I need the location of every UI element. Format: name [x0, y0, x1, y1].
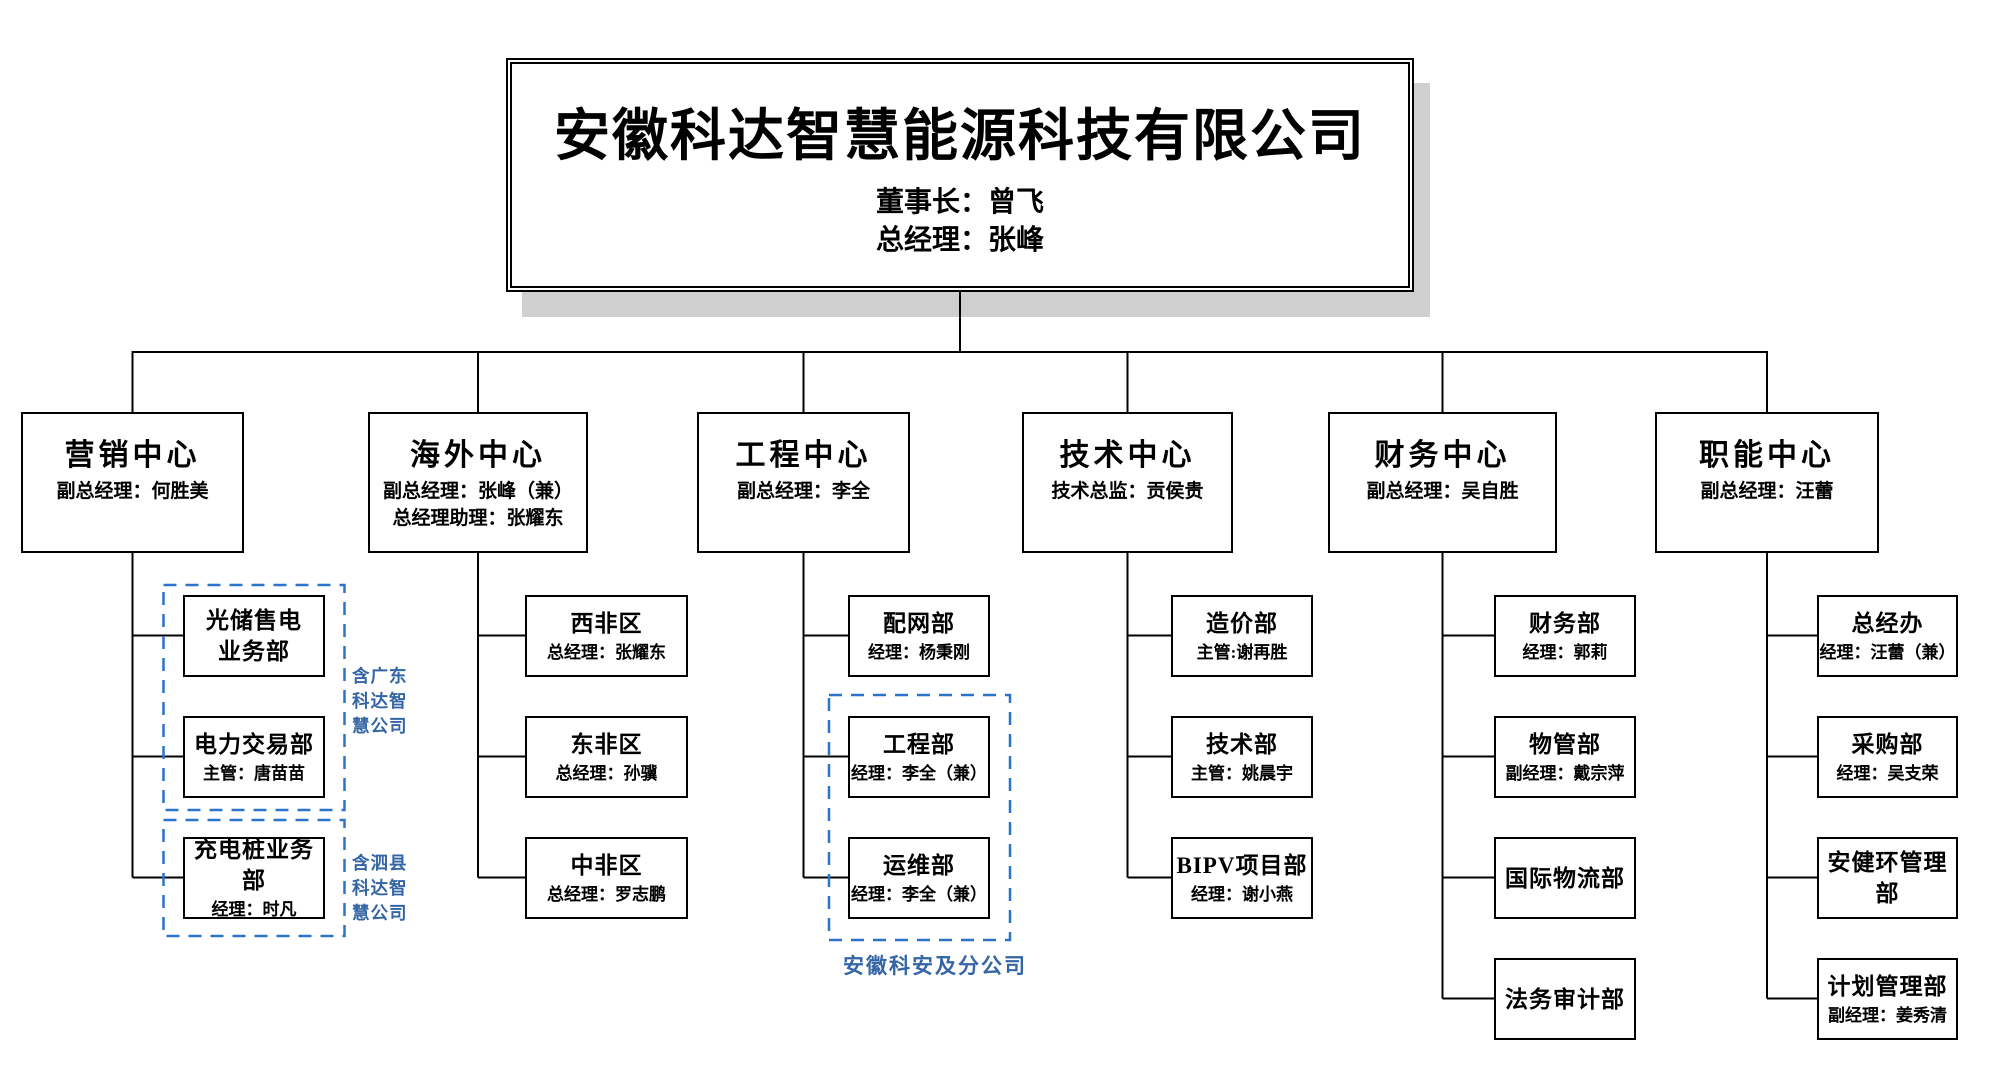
chairman-line: 董事长：曾飞 — [875, 187, 1044, 218]
dept-property-management: 物管部 副经理：戴宗萍 — [1494, 716, 1636, 798]
annotation-anhui-kean-branch: 安徽科安及分公司 — [843, 954, 1027, 978]
dept-title: 造价部 — [1206, 610, 1278, 636]
center-leader: 副总经理：何胜美 — [56, 481, 209, 502]
center-leader: 副总经理：张峰（兼） — [382, 481, 573, 502]
dept-title: 中非区 — [570, 852, 643, 878]
dept-central-africa: 中非区 总经理：罗志鹏 — [525, 837, 688, 919]
dept-leader: 经理：李全（兼） — [851, 763, 987, 783]
dept-leader: 经理：吴支荣 — [1836, 763, 1939, 783]
center-marketing: 营销中心 副总经理：何胜美 — [21, 412, 244, 553]
dept-leader: 经理：杨秉刚 — [868, 642, 970, 662]
dept-power-trading: 电力交易部 主管：唐苗苗 — [183, 716, 325, 798]
annotation-guangdong-keda: 含广东 科达智 慧公司 — [352, 666, 408, 736]
dept-title: 总经办 — [1851, 610, 1924, 636]
dept-east-africa: 东非区 总经理：孙骥 — [525, 716, 688, 798]
company-name: 安徽科达智慧能源科技有限公司 — [554, 106, 1366, 168]
center-engineering: 工程中心 副总经理：李全 — [697, 412, 910, 553]
dept-leader: 副经理：姜秀清 — [1828, 1005, 1947, 1025]
dept-leader: 总经理：张耀东 — [547, 642, 666, 662]
center-title: 营销中心 — [64, 439, 201, 472]
dept-leader: 经理：汪蕾（兼） — [1819, 642, 1956, 662]
dept-title: 法务审计部 — [1505, 986, 1625, 1012]
dept-cost-estimation: 造价部 主管:谢再胜 — [1171, 595, 1313, 677]
dept-safety-health-environment: 安健环管理部 — [1817, 837, 1958, 919]
dept-title: 配网部 — [883, 610, 955, 636]
dept-leader: 经理：时凡 — [211, 900, 297, 919]
dept-title: 财务部 — [1529, 610, 1601, 636]
dept-title: 电力交易部 — [194, 731, 314, 757]
dept-title: 计划管理部 — [1827, 973, 1948, 999]
dept-title: 物管部 — [1529, 731, 1601, 757]
dept-leader: 经理：李全（兼） — [851, 884, 987, 904]
dept-procurement: 采购部 经理：吴支荣 — [1817, 716, 1958, 798]
dept-title: BIPV项目部 — [1176, 852, 1308, 878]
dept-engineering: 工程部 经理：李全（兼） — [848, 716, 990, 798]
general-manager-line: 总经理：张峰 — [875, 225, 1044, 256]
center-finance: 财务中心 副总经理：吴自胜 — [1328, 412, 1557, 553]
dept-title: 光储售电 业务部 — [206, 608, 302, 664]
dept-title: 东非区 — [570, 731, 643, 757]
center-leader: 副总经理：汪蕾 — [1700, 481, 1834, 502]
center-leader: 副总经理：李全 — [736, 481, 870, 502]
center-technology: 技术中心 技术总监：贡侯贵 — [1022, 412, 1233, 553]
dept-title: 采购部 — [1851, 731, 1924, 757]
dept-leader: 主管：唐苗苗 — [203, 763, 305, 783]
dept-charging-pile: 充电桩业务部 经理：时凡 — [183, 837, 325, 919]
dept-finance: 财务部 经理：郭莉 — [1494, 595, 1636, 677]
center-title: 海外中心 — [410, 439, 546, 472]
dept-distribution-network: 配网部 经理：杨秉刚 — [848, 595, 990, 677]
dept-operation-maintenance: 运维部 经理：李全（兼） — [848, 837, 990, 919]
dept-leader: 经理：谢小燕 — [1191, 884, 1293, 904]
center-title: 职能中心 — [1699, 439, 1835, 472]
dept-pv-storage-power-sales: 光储售电 业务部 — [183, 595, 325, 677]
dept-legal-audit: 法务审计部 — [1494, 958, 1636, 1040]
dept-international-logistics: 国际物流部 — [1494, 837, 1636, 919]
dept-leader: 总经理：孙骥 — [555, 763, 658, 783]
center-overseas: 海外中心 副总经理：张峰（兼） 总经理助理：张耀东 — [368, 412, 588, 553]
dept-general-manager-office: 总经办 经理：汪蕾（兼） — [1817, 595, 1958, 677]
dept-leader: 总经理：罗志鹏 — [547, 884, 666, 904]
dept-west-africa: 西非区 总经理：张耀东 — [525, 595, 688, 677]
center-title: 财务中心 — [1374, 439, 1511, 472]
dept-leader: 主管：姚晨宇 — [1191, 763, 1293, 783]
dept-title: 国际物流部 — [1505, 865, 1625, 891]
center-leader: 副总经理：吴自胜 — [1366, 481, 1519, 502]
center-leader: 技术总监：贡侯贵 — [1051, 481, 1204, 502]
company-root-box: 安徽科达智慧能源科技有限公司 董事长：曾飞 总经理：张峰 — [506, 58, 1414, 292]
annotation-sixian-keda: 含泗县 科达智 慧公司 — [352, 853, 408, 923]
dept-leader: 主管:谢再胜 — [1196, 642, 1288, 662]
dept-title: 技术部 — [1206, 731, 1278, 757]
dept-title: 西非区 — [570, 610, 643, 636]
dept-leader: 副经理：戴宗萍 — [1505, 763, 1625, 783]
dept-leader: 经理：郭莉 — [1522, 642, 1608, 662]
dept-bipv-project: BIPV项目部 经理：谢小燕 — [1171, 837, 1313, 919]
dept-title: 安健环管理部 — [1827, 850, 1948, 906]
center-title: 技术中心 — [1059, 439, 1196, 472]
dept-title: 运维部 — [883, 852, 955, 878]
center-title: 工程中心 — [735, 439, 872, 472]
center-functional: 职能中心 副总经理：汪蕾 — [1655, 412, 1879, 553]
dept-planning-management: 计划管理部 副经理：姜秀清 — [1817, 958, 1958, 1040]
dept-title: 工程部 — [883, 731, 955, 757]
dept-title: 充电桩业务部 — [194, 837, 314, 893]
center-leader: 总经理助理：张耀东 — [392, 508, 564, 529]
dept-technology: 技术部 主管：姚晨宇 — [1171, 716, 1313, 798]
